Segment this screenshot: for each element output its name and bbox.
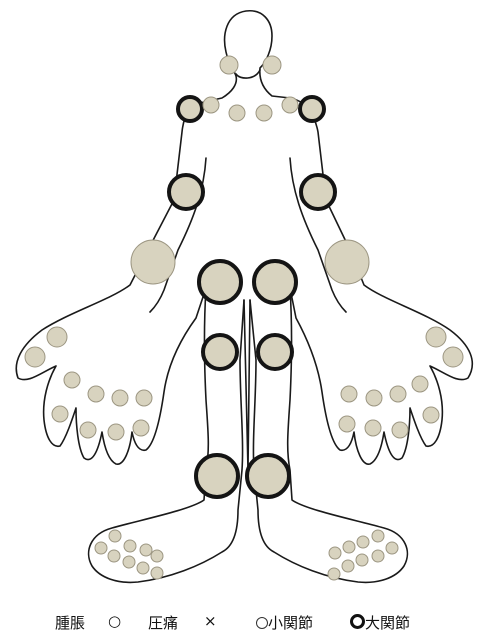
- joint-ankle-right: [245, 453, 291, 499]
- joint-markers: [24, 55, 464, 581]
- joint-lh-thumb-1: [46, 326, 68, 348]
- joint-elbow-right: [299, 173, 337, 211]
- joint-acromio-left: [228, 104, 246, 122]
- small-joint-icon: [256, 617, 268, 629]
- joint-rf-9: [327, 567, 341, 581]
- joint-lh-pip-2: [79, 421, 97, 439]
- joint-rh-pip-1: [422, 406, 440, 424]
- right-inner-arm: [289, 157, 347, 313]
- joint-jaw-right: [262, 55, 282, 75]
- joint-rh-mcp-2: [389, 385, 407, 403]
- legend-small-joint: 小関節: [256, 612, 313, 633]
- joint-sternoclavicular-left: [202, 96, 220, 114]
- joint-rh-pip-4: [338, 415, 356, 433]
- joint-lf-6: [107, 549, 121, 563]
- joint-rh-thumb-2: [442, 346, 464, 368]
- joint-acromio-right: [255, 104, 273, 122]
- joint-lf-2: [94, 541, 108, 555]
- joint-ankle-left: [194, 453, 240, 499]
- joint-lf-3: [123, 539, 137, 553]
- joint-rf-8: [341, 559, 355, 573]
- legend-swelling-symbol: ○: [108, 612, 122, 630]
- legend: 腫脹 ○ 圧痛 × 小関節 大関節: [0, 606, 481, 636]
- joint-rf-1: [371, 529, 385, 543]
- joint-lh-pip-4: [132, 419, 150, 437]
- joint-rh-pip-3: [364, 419, 382, 437]
- joint-knee-left: [201, 333, 239, 371]
- joint-rf-3: [356, 535, 370, 549]
- head-outline: [203, 10, 291, 103]
- joint-rf-6: [371, 549, 385, 563]
- joint-lh-mcp-4: [135, 389, 153, 407]
- joint-shoulder-right: [298, 95, 326, 123]
- joint-lh-pip-1: [51, 405, 69, 423]
- joint-rf-7: [355, 553, 369, 567]
- joint-elbow-left: [167, 173, 205, 211]
- legend-tenderness-symbol: ×: [204, 612, 217, 630]
- joint-jaw-left: [219, 55, 239, 75]
- joint-lh-mcp-3: [111, 389, 129, 407]
- legend-large-joint: 大関節: [350, 612, 410, 633]
- joint-hip-left: [197, 259, 243, 305]
- right-leg-outline: [249, 287, 409, 584]
- joint-rh-thumb-1: [425, 326, 447, 348]
- joint-lh-thumb-2: [24, 346, 46, 368]
- legend-small-joint-label: 小関節: [268, 614, 314, 632]
- joint-lh-mcp-2: [87, 385, 105, 403]
- joint-rh-mcp-1: [411, 375, 429, 393]
- joint-rh-pip-2: [391, 421, 409, 439]
- legend-tenderness-label: 圧痛: [148, 614, 179, 632]
- joint-sternoclavicular-right: [281, 96, 299, 114]
- joint-lf-7: [122, 555, 136, 569]
- joint-rf-2: [385, 541, 399, 555]
- joint-hip-right: [252, 259, 298, 305]
- joint-rf-5: [328, 546, 342, 560]
- joint-wrist-left: [130, 239, 176, 285]
- legend-large-joint-label: 大関節: [365, 614, 411, 632]
- joint-lf-4: [139, 543, 153, 557]
- neck-outline: [235, 69, 261, 79]
- joint-lf-1: [108, 529, 122, 543]
- joint-wrist-right: [324, 239, 370, 285]
- large-joint-icon: [350, 614, 365, 629]
- joint-lf-5: [150, 549, 164, 563]
- joint-rh-mcp-3: [365, 389, 383, 407]
- joint-lf-8: [136, 561, 150, 575]
- torso-outline-right: [289, 97, 474, 465]
- joint-rh-mcp-4: [340, 385, 358, 403]
- leg-gap: [243, 299, 251, 471]
- joint-lf-9: [150, 566, 164, 580]
- joint-knee-right: [256, 333, 294, 371]
- legend-swelling-label: 腫脹: [55, 614, 86, 632]
- joint-rf-4: [342, 540, 356, 554]
- joint-lh-pip-3: [107, 423, 125, 441]
- joint-lh-mcp-1: [63, 371, 81, 389]
- joint-shoulder-left: [176, 95, 204, 123]
- torso-outline: [15, 101, 207, 465]
- left-leg-outline: [87, 287, 245, 584]
